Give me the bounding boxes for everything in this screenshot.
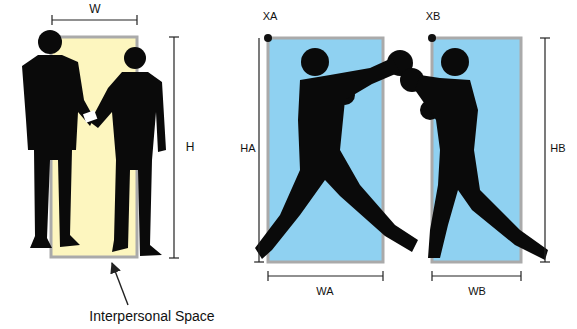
- point-label: XA: [263, 10, 278, 22]
- businessman-left: [22, 30, 94, 248]
- boxer-right: [400, 48, 548, 260]
- boxer-left: [255, 48, 418, 259]
- dimension-label: H: [186, 141, 195, 154]
- corner-point: [264, 34, 272, 42]
- businessman-right: [83, 47, 166, 256]
- dimension-label: HA: [240, 142, 255, 154]
- dimension-label: HB: [550, 142, 565, 154]
- dimension-lines: [52, 15, 550, 281]
- corner-point: [428, 34, 436, 42]
- leader-arrow: [112, 263, 128, 305]
- dimension-label: WA: [316, 285, 333, 297]
- dimension-label: WB: [468, 285, 486, 297]
- dimension-label: W: [89, 3, 100, 16]
- point-label: XB: [426, 10, 441, 22]
- callout-label: Interpersonal Space: [89, 309, 214, 324]
